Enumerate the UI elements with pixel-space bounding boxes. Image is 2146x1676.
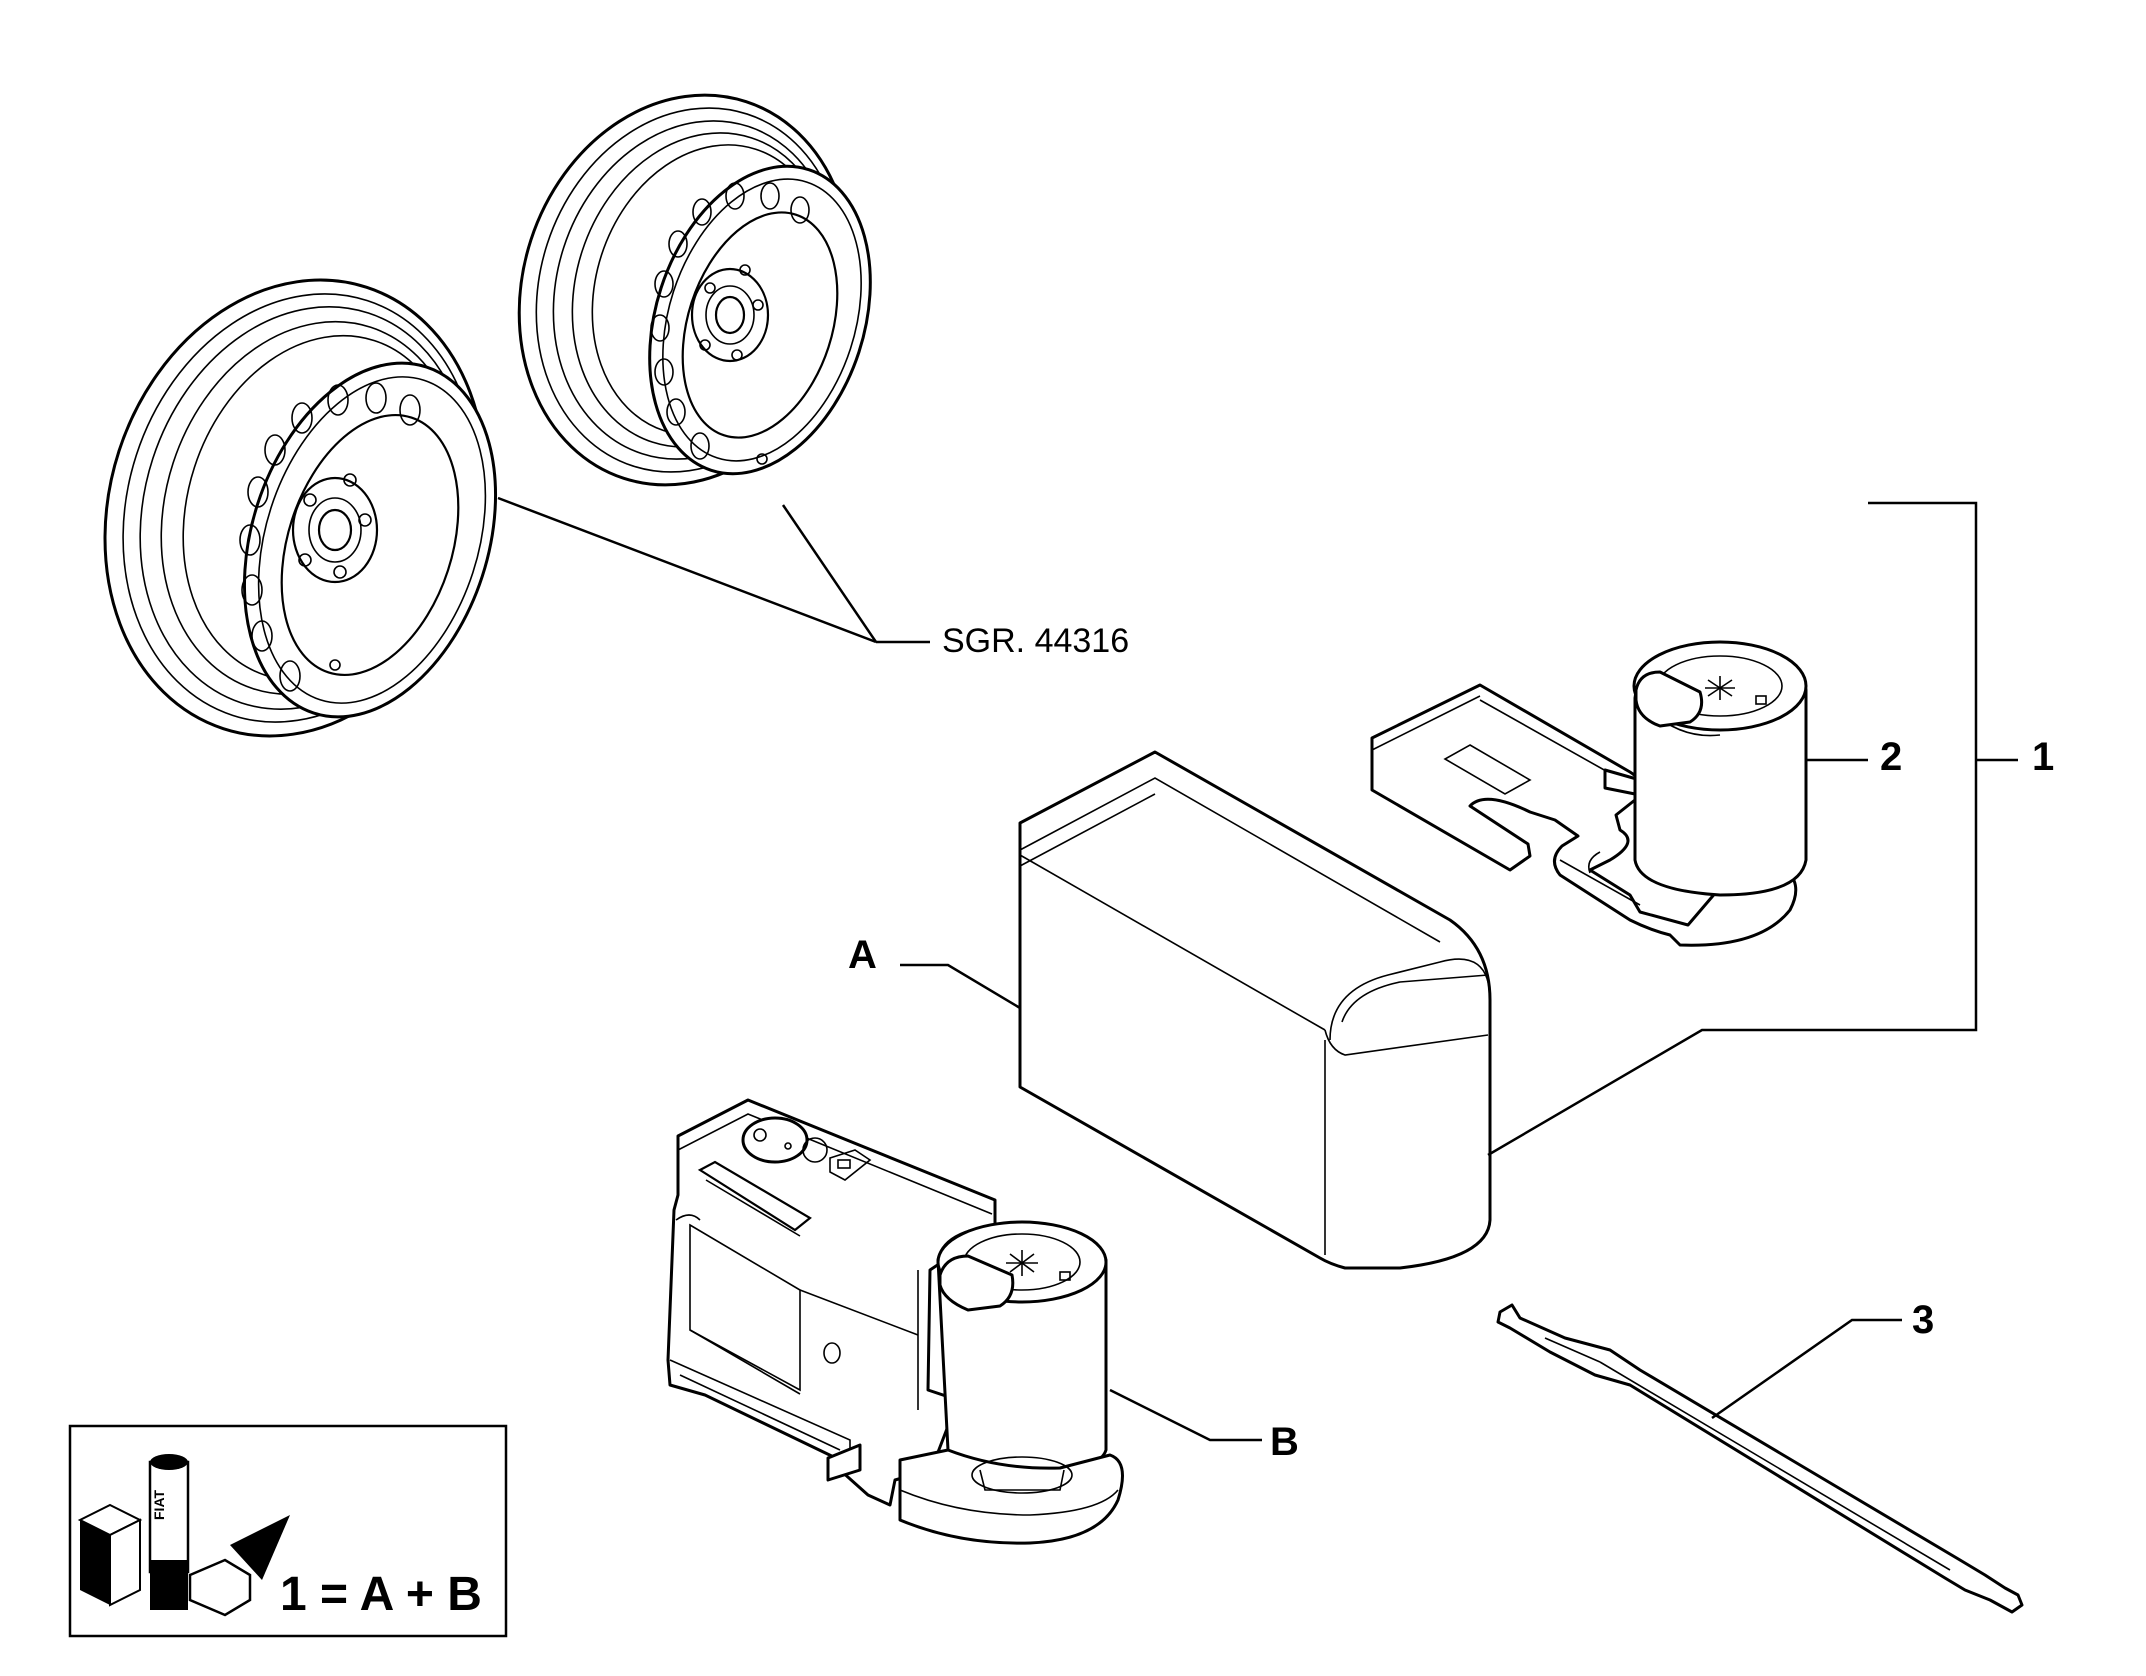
legend-box: FIAT 1 = A + B — [68, 1424, 508, 1638]
wheel-callout-lines — [497, 496, 930, 644]
sealant-bottle — [1018, 750, 1492, 1270]
wheel-ref-label: SGR. 44316 — [942, 622, 1129, 660]
fiat-logo-icon: FIAT — [77, 1454, 290, 1617]
label-2: 2 — [1880, 735, 1902, 779]
compressor — [666, 1098, 1124, 1545]
label-a: A — [848, 933, 877, 977]
wheel-left — [103, 278, 498, 738]
callout-3-line — [1711, 1318, 1902, 1420]
callout-a-line — [900, 963, 1021, 1010]
kit-bracket — [1487, 501, 2018, 1157]
compressor-cap-assembly — [1370, 640, 1868, 947]
inflation-hose — [1496, 1303, 2024, 1614]
logo-text: FIAT — [151, 1489, 167, 1520]
legend-formula: 1 = A + B — [280, 1568, 482, 1621]
callout-b-line — [1109, 1388, 1262, 1442]
wheel-right — [517, 93, 872, 487]
label-3: 3 — [1912, 1298, 1934, 1342]
label-1: 1 — [2032, 735, 2054, 779]
label-b: B — [1270, 1420, 1299, 1464]
